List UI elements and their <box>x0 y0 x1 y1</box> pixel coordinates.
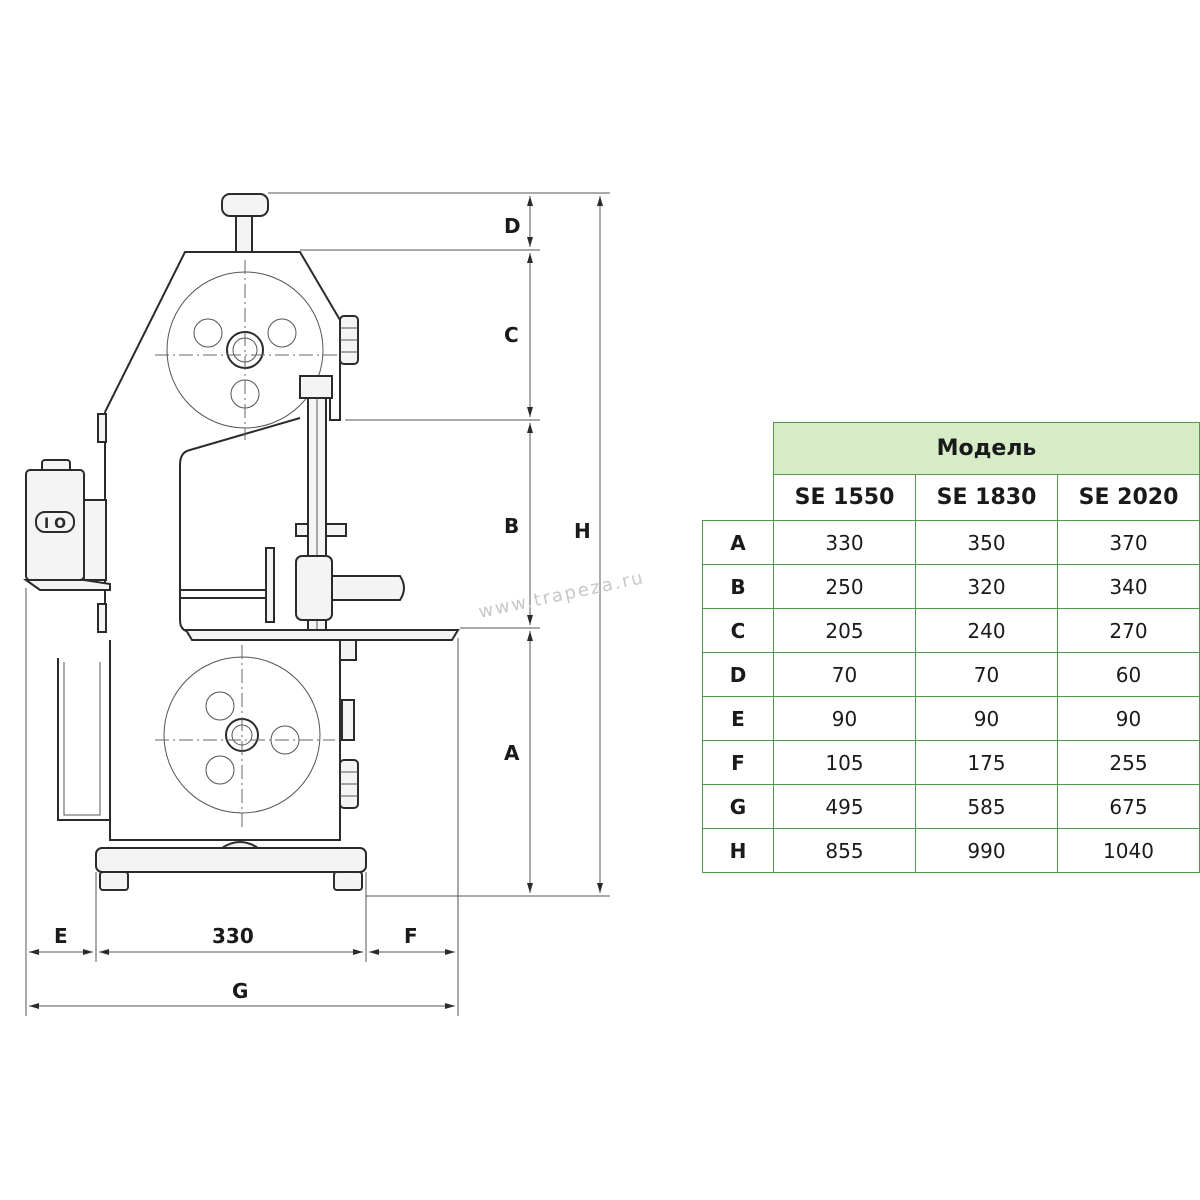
switch-box: I O <box>22 459 111 591</box>
lower-wheel <box>155 645 335 830</box>
dim-label-f: F <box>404 924 418 948</box>
pusher-handle <box>180 547 405 623</box>
tension-knob <box>221 193 269 217</box>
dim-label-base-width: 330 <box>212 924 254 948</box>
table-cell: 60 <box>1057 652 1200 697</box>
work-table <box>184 629 460 641</box>
table-cell: 70 <box>915 652 1058 697</box>
table-row: E 90 90 90 <box>702 696 1200 741</box>
table-cell: 350 <box>915 520 1058 565</box>
table-cell: 175 <box>915 740 1058 785</box>
dim-label-g: G <box>232 979 248 1003</box>
table-cell: 855 <box>773 828 916 873</box>
table-cell: 240 <box>915 608 1058 653</box>
dim-label-c: C <box>504 323 519 347</box>
table-cell: 585 <box>915 784 1058 829</box>
row-label: B <box>702 564 774 609</box>
table-cell: 1040 <box>1057 828 1200 873</box>
machine-base <box>95 841 367 891</box>
dim-label-d: D <box>504 214 521 238</box>
table-cell: 90 <box>1057 696 1200 741</box>
table-cell: 370 <box>1057 520 1200 565</box>
dim-label-b: B <box>504 514 519 538</box>
table-cell: 250 <box>773 564 916 609</box>
model-name: SE 1830 <box>915 474 1058 521</box>
row-label: H <box>702 828 774 873</box>
dim-label-h: H <box>574 519 591 543</box>
row-label: F <box>702 740 774 785</box>
table-cell: 90 <box>915 696 1058 741</box>
row-label: A <box>702 520 774 565</box>
table-cell: 205 <box>773 608 916 653</box>
table-cell: 70 <box>773 652 916 697</box>
table-row: D 70 70 60 <box>702 652 1200 697</box>
watermark: www.trapeza.ru <box>477 567 647 623</box>
dimension-lines <box>25 192 610 1016</box>
svg-text:I O: I O <box>44 516 66 532</box>
table-cell: 340 <box>1057 564 1200 609</box>
model-name: SE 1550 <box>773 474 916 521</box>
machine-outline: I O <box>22 193 460 891</box>
dim-label-e: E <box>54 924 68 948</box>
model-spec-table: Модель SE 1550 SE 1830 SE 2020 A 330 350… <box>702 422 1200 873</box>
table-cell: 270 <box>1057 608 1200 653</box>
row-label: G <box>702 784 774 829</box>
table-blank-corner <box>702 474 774 521</box>
table-row: C 205 240 270 <box>702 608 1200 653</box>
dim-label-a: A <box>504 741 520 765</box>
table-row: A 330 350 370 <box>702 520 1200 565</box>
row-label: D <box>702 652 774 697</box>
upper-wheel <box>155 260 340 440</box>
throat-cutout <box>179 417 301 633</box>
lower-housing <box>109 640 341 841</box>
table-row: G 495 585 675 <box>702 784 1200 829</box>
table-cell: 105 <box>773 740 916 785</box>
table-cell: 675 <box>1057 784 1200 829</box>
model-header: Модель <box>773 422 1200 475</box>
table-header-row: Модель <box>703 422 1200 475</box>
table-row: H 855 990 1040 <box>702 828 1200 873</box>
table-blank-corner <box>703 423 774 475</box>
row-label: E <box>702 696 774 741</box>
table-cell: 495 <box>773 784 916 829</box>
table-cell: 330 <box>773 520 916 565</box>
table-cell: 255 <box>1057 740 1200 785</box>
table-cell: 990 <box>915 828 1058 873</box>
table-models-row: SE 1550 SE 1830 SE 2020 <box>702 474 1200 521</box>
model-name: SE 2020 <box>1057 474 1200 521</box>
table-row: F 105 175 255 <box>702 740 1200 785</box>
row-label: C <box>702 608 774 653</box>
table-cell: 90 <box>773 696 916 741</box>
table-row: B 250 320 340 <box>702 564 1200 609</box>
table-cell: 320 <box>915 564 1058 609</box>
